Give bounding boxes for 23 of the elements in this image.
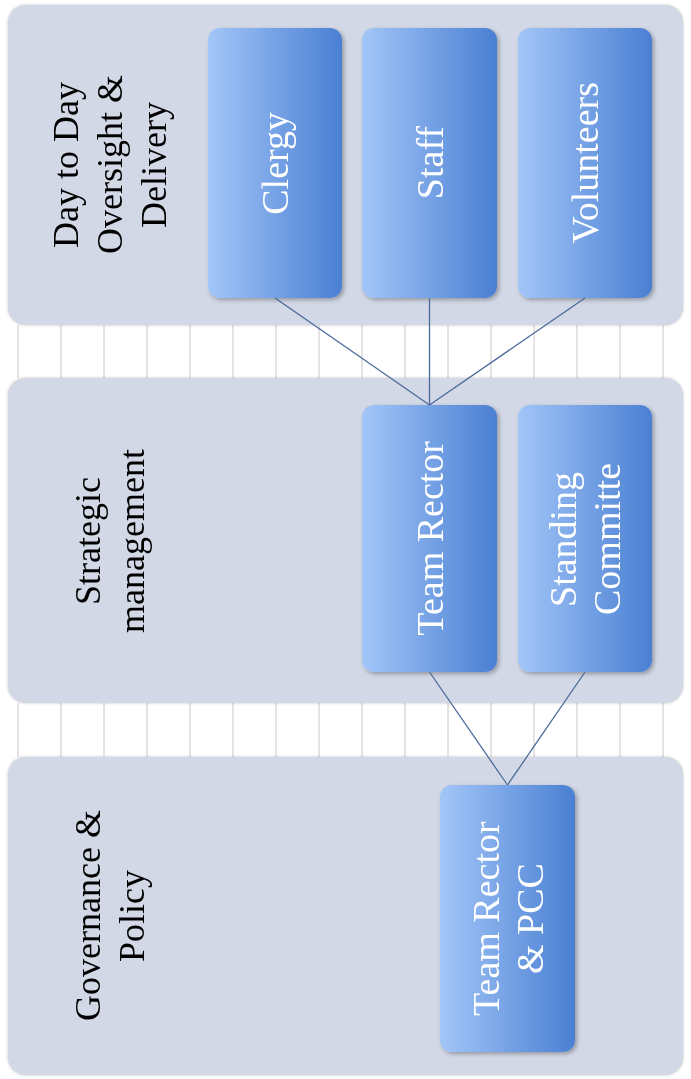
role-label: Staff — [407, 126, 452, 200]
connector-line — [506, 671, 586, 786]
role-label: Standing Committe — [541, 461, 629, 617]
lane-heading: Day to Day Oversight & Delivery — [45, 74, 175, 257]
role-label: Volunteers — [563, 82, 607, 244]
connector-line — [428, 297, 586, 406]
lane-heading: Strategic management — [67, 447, 153, 635]
role-box — [518, 28, 652, 298]
role-box — [440, 785, 575, 1052]
role-label: Team Rector — [407, 441, 452, 636]
role-label: Clergy — [253, 111, 297, 215]
role-label: Team Rector & PCC — [463, 820, 552, 1018]
lane-band — [8, 378, 683, 703]
connector-line — [428, 297, 431, 406]
role-box — [518, 405, 652, 672]
connector-line — [274, 297, 431, 406]
lane-band — [8, 757, 683, 1075]
lane-heading: Governance & Policy — [67, 809, 153, 1024]
role-box — [208, 28, 342, 298]
connector-line — [428, 671, 509, 786]
role-box — [362, 405, 497, 672]
lane-band — [8, 5, 683, 325]
role-box — [362, 28, 497, 298]
